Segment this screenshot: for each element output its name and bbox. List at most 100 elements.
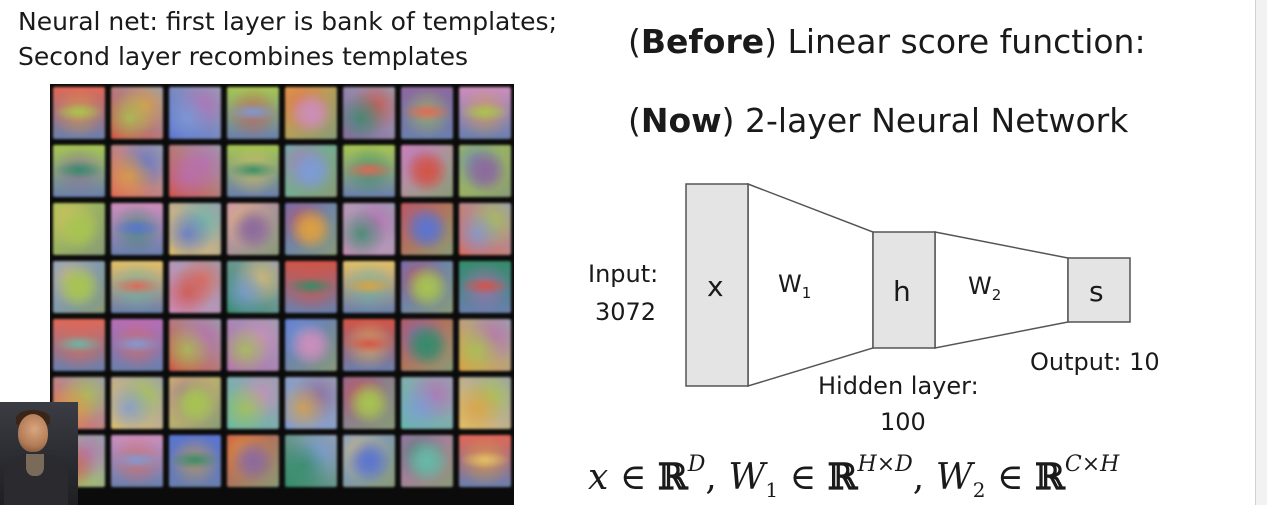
template-tile xyxy=(285,377,337,429)
template-tile xyxy=(227,261,279,313)
template-tile xyxy=(343,319,395,371)
template-tile xyxy=(111,87,163,139)
template-tile xyxy=(169,261,221,313)
w1-letter: W xyxy=(778,270,802,298)
template-tile xyxy=(401,377,453,429)
template-tile xyxy=(169,319,221,371)
title-now-bold: Now xyxy=(640,101,722,140)
template-tile xyxy=(459,145,511,197)
template-tile xyxy=(227,87,279,139)
template-tile xyxy=(53,145,105,197)
template-tile xyxy=(285,319,337,371)
template-tile xyxy=(169,87,221,139)
webcam-head xyxy=(18,414,48,452)
template-tile xyxy=(343,435,395,487)
hidden-layer-box xyxy=(872,231,936,349)
w2-trapezoid xyxy=(934,231,1069,349)
template-tile xyxy=(53,87,105,139)
template-tile xyxy=(227,377,279,429)
slide-caption: Neural net: first layer is bank of templ… xyxy=(18,4,557,74)
caption-line-1: Neural net: first layer is bank of templ… xyxy=(18,7,558,36)
template-tile xyxy=(285,145,337,197)
network-diagram xyxy=(685,182,1131,388)
formula-sep-1: , xyxy=(705,457,729,498)
template-tile xyxy=(343,203,395,255)
template-tile xyxy=(285,261,337,313)
template-tile xyxy=(401,261,453,313)
formula-w1: W xyxy=(728,457,766,498)
webcam-shirt xyxy=(26,454,44,476)
title-now-rest: 2-layer Neural Network xyxy=(734,101,1129,140)
template-tile xyxy=(459,203,511,255)
w1-label: W1 xyxy=(778,270,811,302)
template-tile xyxy=(227,319,279,371)
template-tile xyxy=(401,435,453,487)
template-tile xyxy=(459,435,511,487)
hidden-label-1: Hidden layer: xyxy=(818,372,979,400)
template-tile xyxy=(285,435,337,487)
template-tile xyxy=(111,261,163,313)
webcam-overlay xyxy=(0,402,78,505)
title-before-bold: Before xyxy=(640,22,765,61)
template-tile xyxy=(53,203,105,255)
formula-w2: W xyxy=(935,457,973,498)
template-tile xyxy=(401,145,453,197)
template-tile xyxy=(169,203,221,255)
template-tile xyxy=(459,87,511,139)
input-label-1: Input: xyxy=(588,260,659,288)
template-tile xyxy=(111,145,163,197)
s-label: s xyxy=(1089,275,1104,308)
template-tile xyxy=(459,377,511,429)
x-label: x xyxy=(707,270,724,303)
w2-letter: W xyxy=(968,272,992,300)
template-tile xyxy=(459,261,511,313)
w2-subscript: 2 xyxy=(991,285,1002,304)
template-tile xyxy=(285,203,337,255)
template-grid xyxy=(50,84,514,505)
template-tile xyxy=(53,319,105,371)
template-tile xyxy=(401,319,453,371)
w2-label: W2 xyxy=(968,272,1001,304)
template-tile xyxy=(343,261,395,313)
dimension-formula: x ∈ ℝD, W1 ∈ ℝH×D, W2 ∈ ℝC×H xyxy=(588,452,1119,502)
template-tile xyxy=(343,87,395,139)
hidden-label-2: 100 xyxy=(880,408,926,436)
title-before: (Before) Linear score function: xyxy=(628,22,1146,61)
formula-in-3: ∈ xyxy=(985,457,1035,498)
title-now: (Now) 2-layer Neural Network xyxy=(628,101,1129,140)
formula-reals-3: ℝ xyxy=(1034,456,1065,498)
template-tile xyxy=(227,203,279,255)
slide-edge xyxy=(1255,0,1267,505)
title-before-rest: Linear score function: xyxy=(776,22,1146,61)
formula-hxd: H×D xyxy=(857,452,913,477)
template-tile xyxy=(401,203,453,255)
template-tile xyxy=(227,145,279,197)
template-tile xyxy=(401,87,453,139)
template-tile xyxy=(53,261,105,313)
template-tile xyxy=(169,435,221,487)
template-tile xyxy=(111,435,163,487)
formula-x: x xyxy=(588,457,609,498)
formula-w2-sub: 2 xyxy=(972,478,986,503)
template-tile xyxy=(111,377,163,429)
template-tile xyxy=(459,319,511,371)
input-layer-box xyxy=(685,183,749,387)
formula-in-2: ∈ xyxy=(778,457,828,498)
template-tile xyxy=(111,319,163,371)
formula-cxh: C×H xyxy=(1064,452,1120,477)
formula-sep-2: , xyxy=(912,457,936,498)
template-tile xyxy=(343,145,395,197)
h-label: h xyxy=(893,275,911,308)
input-label-2: 3072 xyxy=(595,298,657,326)
template-tile xyxy=(227,435,279,487)
formula-reals-2: ℝ xyxy=(827,456,858,498)
w1-subscript: 1 xyxy=(801,283,812,302)
formula-reals-1: ℝ xyxy=(657,456,688,498)
formula-in-1: ∈ xyxy=(608,457,658,498)
template-tile xyxy=(343,377,395,429)
output-layer-box xyxy=(1067,257,1131,323)
formula-d: D xyxy=(687,452,706,477)
caption-line-2: Second layer recombines templates xyxy=(18,42,469,71)
template-tile xyxy=(111,203,163,255)
template-tile xyxy=(169,145,221,197)
